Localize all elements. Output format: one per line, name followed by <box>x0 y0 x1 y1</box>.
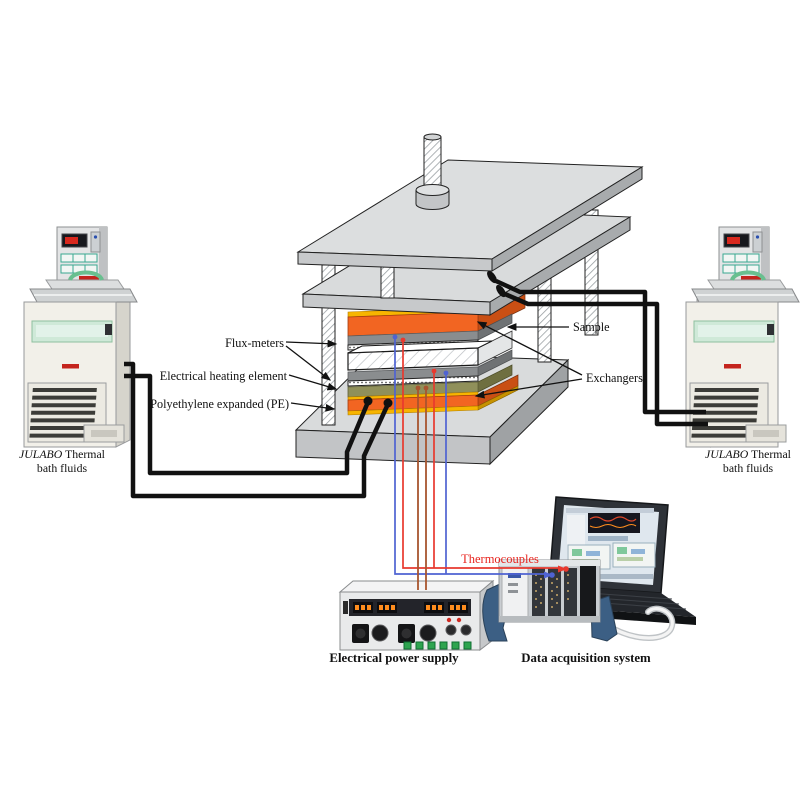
thermocouple-wires-blue <box>394 337 546 575</box>
hose-left-a <box>124 373 371 476</box>
daq-system <box>482 496 696 642</box>
label-sample: Sample <box>573 320 610 334</box>
caption-bath-right-line2: bath fluids <box>723 461 774 475</box>
label-polyethylene: Polyethylene expanded (PE) <box>150 397 289 411</box>
thermocouple-junction <box>392 334 398 340</box>
caption-bath-left-brand: JULABO <box>19 447 63 461</box>
callout-arrows <box>285 321 583 412</box>
press-post-back-left <box>380 263 395 299</box>
label-thermocouples: Thermocouples <box>461 552 539 566</box>
arrow-exchanger-bottom <box>474 378 583 399</box>
caption-bath-right-line1: JULABO Thermal <box>705 447 792 461</box>
red-wire-arrow <box>558 565 567 573</box>
daq-module-slot <box>564 568 577 618</box>
power-supply <box>338 579 495 652</box>
power-supply-power-switch[interactable] <box>343 601 348 614</box>
daq-module-slot <box>532 568 545 618</box>
press-top-plate <box>296 159 644 272</box>
caption-daq: Data acquisition system <box>521 651 651 665</box>
sensor-wires <box>392 334 569 590</box>
exchanger-cable-lug <box>496 284 506 298</box>
thermocouple-wires-red <box>402 340 560 569</box>
laptop-chart-window <box>588 513 640 533</box>
thermocouple-junction <box>443 370 449 376</box>
caption-bath-left-line1: JULABO Thermal <box>19 447 106 461</box>
heater-wires-brown <box>417 388 427 590</box>
caption-bath-left-rest: Thermal <box>62 447 105 461</box>
heater-wire-end <box>423 385 429 391</box>
hose-right-a <box>495 278 706 415</box>
label-flux-meters: Flux-meters <box>225 336 284 350</box>
power-supply-knob-small[interactable] <box>460 624 472 636</box>
power-supply-knob-small[interactable] <box>445 624 457 636</box>
arrow-fluxmeter-bottom <box>285 345 332 381</box>
daq-terminal-pins <box>535 574 569 608</box>
arrow-polyethylene <box>290 402 336 412</box>
caption-power-supply: Electrical power supply <box>329 651 459 665</box>
arrow-exchanger-top <box>476 321 583 376</box>
hose-right-b <box>504 291 708 427</box>
laptop-diagram-panel <box>612 542 656 568</box>
power-supply-terminals[interactable] <box>403 641 472 650</box>
hose-left-b <box>124 361 391 499</box>
blue-wire-arrow <box>544 571 553 579</box>
daq-chassis <box>498 559 601 623</box>
arrow-heating-element <box>288 374 338 391</box>
press-screw <box>415 133 450 210</box>
thermocouple-junction <box>400 337 406 343</box>
power-supply-displays <box>353 602 468 613</box>
thermal-bath-right <box>684 225 800 449</box>
layer-sample <box>347 347 479 371</box>
bath-hoses <box>124 278 708 499</box>
daq-black-module <box>580 566 596 618</box>
arrow-fluxmeter-top <box>285 339 338 348</box>
exchanger-cable-lug <box>487 270 497 284</box>
thermal-bath-left <box>22 225 139 449</box>
power-supply-knob[interactable] <box>419 624 437 642</box>
press-screw-shaft <box>423 136 442 193</box>
label-exchangers: Exchangers <box>586 371 643 385</box>
heater-wire-end <box>415 385 421 391</box>
bath-side-face <box>115 295 131 448</box>
daq-logo-badge <box>508 573 521 578</box>
power-supply-binding-post[interactable] <box>456 617 462 623</box>
power-supply-binding-post[interactable] <box>446 617 452 623</box>
power-supply-knob[interactable] <box>371 624 389 642</box>
caption-bath-left-line2: bath fluids <box>37 461 88 475</box>
daq-cable <box>596 607 674 640</box>
thermocouple-junction <box>431 368 437 374</box>
label-heating-element: Electrical heating element <box>160 369 288 383</box>
daq-module-slot <box>548 568 561 618</box>
caption-bath-right-brand: JULABO <box>705 447 749 461</box>
press-assembly <box>294 133 644 466</box>
caption-bath-right-rest: Thermal <box>748 447 791 461</box>
